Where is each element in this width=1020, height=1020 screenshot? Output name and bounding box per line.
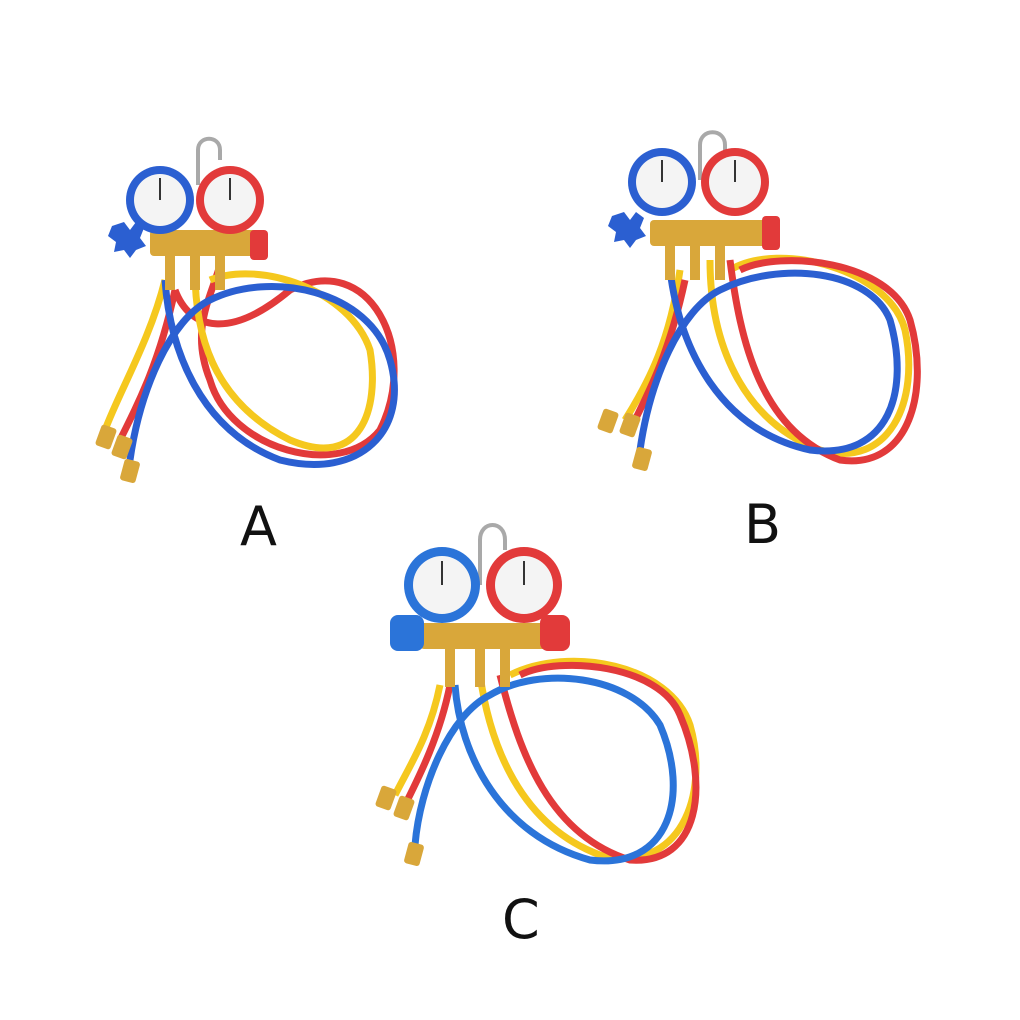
option-label: A (240, 495, 277, 558)
manifold-option-a[interactable]: A (80, 130, 420, 570)
manifold-gauge-set-image (375, 523, 700, 867)
manifold-option-b[interactable]: B (590, 120, 930, 560)
option-label: B (744, 493, 782, 556)
option-label: C (502, 888, 540, 951)
manifold-gauge-set-image (597, 130, 921, 472)
manifold-gauge-set-image (95, 136, 398, 484)
manifold-option-c[interactable]: C (360, 515, 730, 955)
